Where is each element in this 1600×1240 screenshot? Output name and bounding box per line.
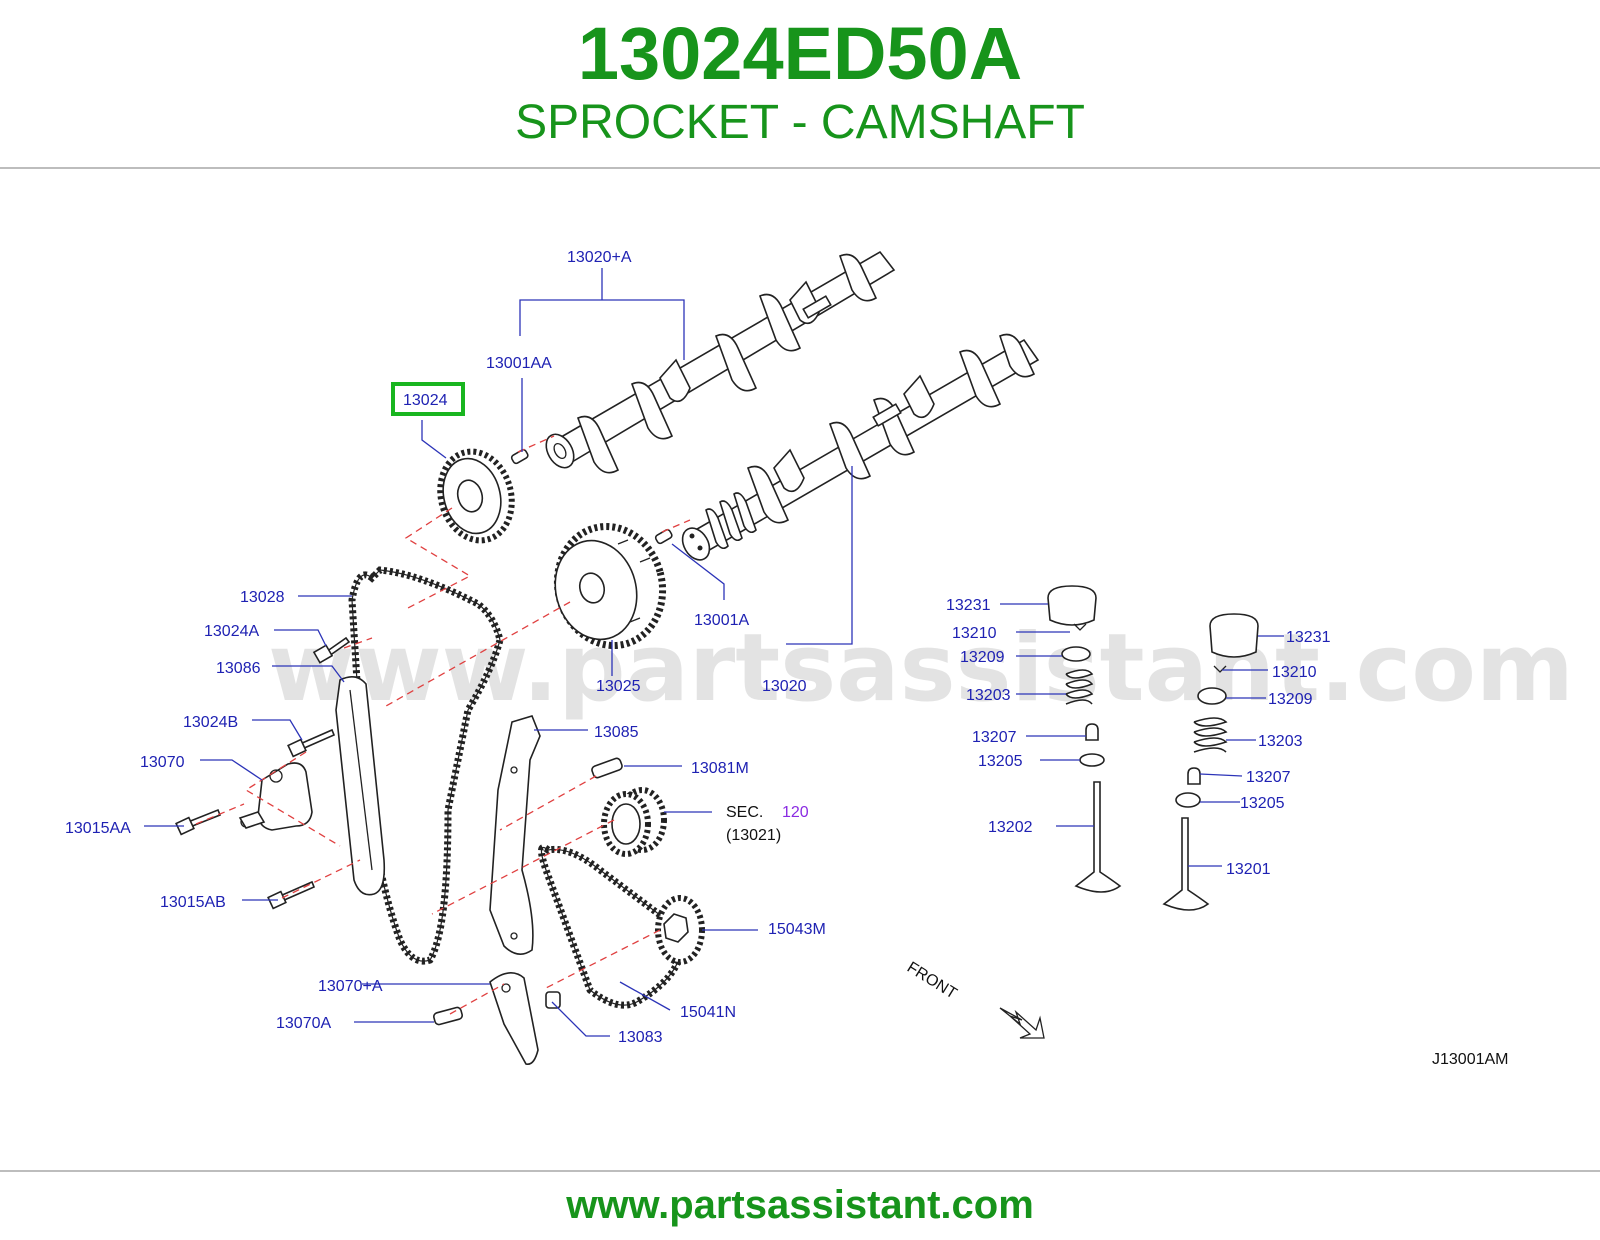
valve-set-right — [1162, 613, 1259, 911]
pin-13070a — [433, 1006, 463, 1026]
watermark: www.partsassistant.com — [268, 614, 1574, 723]
label-13028[interactable]: 13028 — [240, 589, 285, 606]
label-13025[interactable]: 13025 — [596, 678, 641, 695]
label-13085[interactable]: 13085 — [594, 724, 639, 741]
label-13020-a[interactable]: 13020+A — [567, 249, 632, 266]
dowel-pin-13001aa — [510, 448, 529, 465]
label-13231-right[interactable]: 13231 — [1286, 629, 1331, 646]
front-arrow-icon — [999, 1007, 1045, 1039]
selected-part-highlight — [391, 382, 465, 416]
chain-tensioner-13070 — [238, 762, 313, 831]
label-13201[interactable]: 13201 — [1226, 861, 1271, 878]
label-sec: SEC. — [726, 804, 763, 821]
label-15041n[interactable]: 15041N — [680, 1004, 736, 1021]
camshaft-upper — [545, 250, 896, 474]
valve-timing-sprocket-13025 — [553, 523, 667, 649]
label-13203-right[interactable]: 13203 — [1258, 733, 1303, 750]
label-15043m[interactable]: 15043M — [768, 921, 826, 938]
footer-url-link[interactable]: www.partsassistant.com — [566, 1183, 1034, 1227]
tensioner-lever-13070a — [489, 972, 539, 1066]
label-sec-120[interactable]: 120 — [782, 804, 809, 821]
label-13001aa[interactable]: 13001AA — [486, 355, 552, 372]
chain-guide-13086 — [335, 676, 386, 896]
footer-divider — [0, 1170, 1600, 1172]
parts-diagram: www.partsassistant.com — [65, 249, 1574, 1068]
label-13209-left[interactable]: 13209 — [960, 649, 1005, 666]
label-13024a[interactable]: 13024A — [204, 623, 259, 640]
label-13001a[interactable]: 13001A — [694, 612, 749, 629]
bolt-13024b — [287, 728, 336, 758]
bolt-13024a — [312, 636, 351, 664]
crankshaft-sprocket-13021 — [601, 787, 667, 857]
label-13086[interactable]: 13086 — [216, 660, 261, 677]
label-13231-left[interactable]: 13231 — [946, 597, 991, 614]
valve-set-left — [1047, 585, 1122, 893]
chain-guide-13085 — [489, 715, 541, 955]
label-13015aa[interactable]: 13015AA — [65, 820, 131, 837]
label-13070a[interactable]: 13070A — [276, 1015, 331, 1032]
label-13083[interactable]: 13083 — [618, 1029, 663, 1046]
label-sec-13021: (13021) — [726, 827, 781, 844]
bolt-13015aa — [175, 808, 222, 836]
label-13205-left[interactable]: 13205 — [978, 753, 1023, 770]
header-divider — [0, 167, 1600, 169]
label-13207-left[interactable]: 13207 — [972, 729, 1017, 746]
label-13202[interactable]: 13202 — [988, 819, 1033, 836]
label-13024b[interactable]: 13024B — [183, 714, 238, 731]
part-name-subtitle: SPROCKET - CAMSHAFT — [515, 96, 1085, 149]
label-13210-right[interactable]: 13210 — [1272, 664, 1317, 681]
bushing-13081m — [591, 757, 623, 779]
label-13205-right[interactable]: 13205 — [1240, 795, 1285, 812]
camshaft-sprocket-13024[interactable] — [431, 443, 522, 548]
label-13070-a[interactable]: 13070+A — [318, 978, 383, 995]
label-13207-right[interactable]: 13207 — [1246, 769, 1291, 786]
label-13209-right[interactable]: 13209 — [1268, 691, 1313, 708]
label-13024-selected[interactable]: 13024 — [403, 392, 448, 409]
dowel-pin-13001a — [654, 528, 673, 545]
label-13020[interactable]: 13020 — [762, 678, 807, 695]
part-number-title: 13024ED50A — [577, 12, 1023, 95]
diagram-id: J13001AM — [1432, 1051, 1509, 1068]
camshaft-lower — [681, 333, 1040, 561]
label-13070[interactable]: 13070 — [140, 754, 185, 771]
label-13210-left[interactable]: 13210 — [952, 625, 997, 642]
front-label: FRONT — [904, 959, 960, 1003]
label-13081m[interactable]: 13081M — [691, 760, 749, 777]
spacer-13083 — [545, 991, 561, 1009]
label-13015ab[interactable]: 13015AB — [160, 894, 226, 911]
label-13203-left[interactable]: 13203 — [966, 687, 1011, 704]
oil-pump-sprocket-15043m — [655, 895, 705, 965]
